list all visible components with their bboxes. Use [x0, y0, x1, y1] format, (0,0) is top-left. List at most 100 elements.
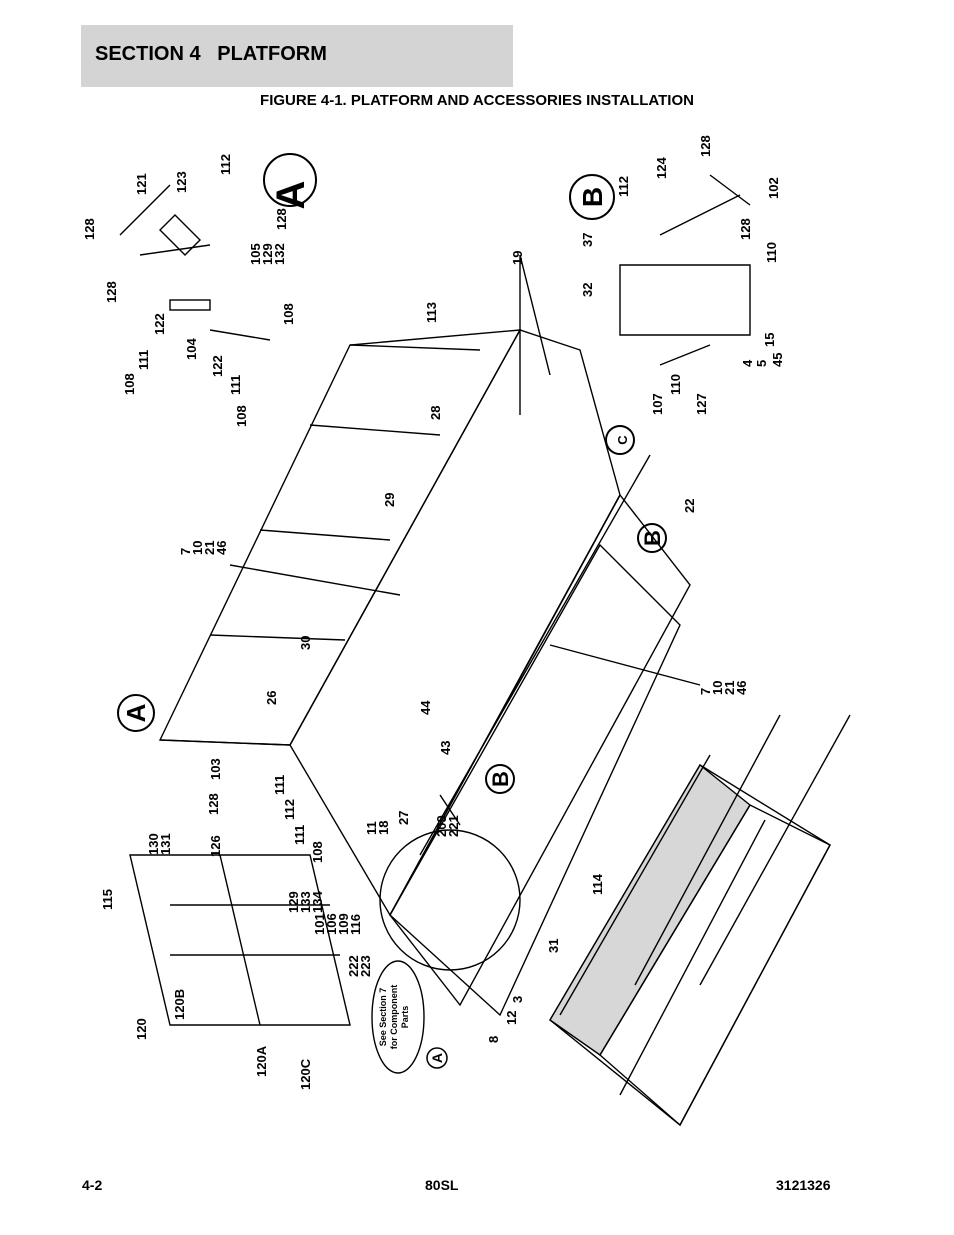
callout: 12	[504, 1011, 519, 1025]
callout: 105	[248, 243, 263, 265]
callout: 110	[764, 242, 779, 263]
callout: 108	[122, 373, 137, 395]
callout: 129	[260, 243, 275, 265]
detail-b-bracket	[619, 264, 751, 336]
callout: 3	[510, 996, 525, 1003]
platform-base	[389, 543, 681, 1017]
callout: 114	[590, 873, 605, 895]
detail-letter-a-mid: A	[117, 694, 155, 732]
detail-circle	[379, 829, 521, 971]
callout: 43	[438, 741, 453, 755]
detail-letter-b-top: B	[569, 174, 615, 220]
svg-text:B: B	[488, 771, 513, 787]
callout: 26	[264, 691, 279, 705]
callout: 109	[336, 913, 351, 935]
callout: 112	[282, 799, 297, 820]
callout: 37	[580, 233, 595, 247]
callout: 10	[710, 681, 725, 695]
callout: 10	[190, 541, 205, 555]
callout: 104	[184, 338, 199, 360]
callout: 120B	[172, 989, 187, 1020]
figure-title: FIGURE 4-1. PLATFORM AND ACCESSORIES INS…	[260, 92, 694, 109]
svg-text:Parts: Parts	[400, 1006, 410, 1029]
callout: 108	[281, 303, 296, 325]
detail-letter-b-mid: B	[637, 523, 667, 553]
callout: 112	[218, 154, 233, 175]
callout: 21	[202, 541, 217, 555]
callout: 28	[428, 406, 443, 420]
callout: 30	[298, 636, 313, 650]
callout: 221	[446, 815, 461, 837]
callout: 130	[146, 833, 161, 855]
section-title: SECTION 4 PLATFORM	[95, 43, 327, 65]
callout: 128	[82, 218, 97, 240]
svg-text:B: B	[640, 530, 665, 546]
callout: 126	[208, 835, 223, 857]
callout: 7	[698, 688, 713, 695]
callout: 112	[616, 176, 631, 197]
note-oval	[371, 960, 425, 1074]
callout: 134	[310, 891, 325, 913]
callout: 115	[100, 889, 115, 910]
callout-labels: 128 121 123 112 128 105 129 132 128 122 …	[82, 135, 785, 1090]
callout: 22	[682, 499, 697, 513]
callout: 116	[348, 914, 363, 935]
front-gate	[129, 854, 351, 1026]
callout: 120C	[298, 1058, 313, 1090]
callout: 223	[358, 955, 373, 977]
detail-letter-a-top: A	[263, 153, 317, 210]
callout: 27	[396, 811, 411, 825]
svg-text:for Component: for Component	[389, 985, 399, 1050]
callout: 21	[722, 681, 737, 695]
section-header-bar: SECTION 4 PLATFORM	[81, 25, 513, 87]
callout: 111	[136, 350, 151, 370]
platform-exploded-diagram: A B C B A B A See Section 7 for Componen…	[82, 135, 851, 1127]
callout: 124	[654, 157, 669, 179]
callout: 111	[272, 775, 287, 795]
callout: 222	[346, 955, 361, 977]
callout: 45	[770, 353, 785, 367]
callout: 31	[546, 939, 561, 953]
detail-letter-a-bottom: A	[426, 1047, 448, 1069]
callout: 19	[510, 251, 525, 265]
callout: 120A	[254, 1045, 269, 1077]
platform-side-rail-far	[158, 329, 522, 746]
callout: 127	[694, 393, 709, 415]
svg-text:A: A	[121, 703, 151, 722]
callout: 128	[274, 208, 289, 230]
callout: 110	[668, 374, 683, 395]
detail-letter-c: C	[605, 425, 635, 455]
callout: 122	[210, 355, 225, 377]
callout: 106	[324, 913, 339, 935]
callout: 120	[134, 1018, 149, 1040]
callout: 128	[104, 281, 119, 303]
callout: 44	[418, 700, 433, 715]
callout: 4	[740, 359, 755, 367]
callout: 128	[738, 218, 753, 240]
callout: 108	[234, 405, 249, 427]
callout: 5	[754, 360, 769, 367]
callout: 122	[152, 313, 167, 335]
callout: 108	[310, 841, 325, 863]
callout: 209	[434, 815, 449, 837]
callout: 128	[698, 135, 713, 157]
svg-text:A: A	[269, 181, 313, 210]
footer-model: 80SL	[425, 1177, 459, 1193]
callout: 111	[292, 825, 307, 845]
callout: 8	[486, 1036, 501, 1043]
callout: 101	[312, 913, 327, 935]
callout: 29	[382, 493, 397, 507]
svg-text:A: A	[429, 1053, 445, 1063]
callout: 32	[580, 283, 595, 297]
callout: 46	[214, 541, 229, 555]
callout: 107	[650, 393, 665, 415]
callout: 15	[762, 333, 777, 347]
callout: 129	[286, 891, 301, 913]
callout: 18	[376, 821, 391, 835]
footer-doc-number: 3121326	[776, 1177, 831, 1193]
callout: 46	[734, 681, 749, 695]
callout: 7	[178, 548, 193, 555]
svg-text:C: C	[615, 435, 630, 445]
callout: 131	[158, 833, 173, 855]
callout: 132	[272, 243, 287, 265]
